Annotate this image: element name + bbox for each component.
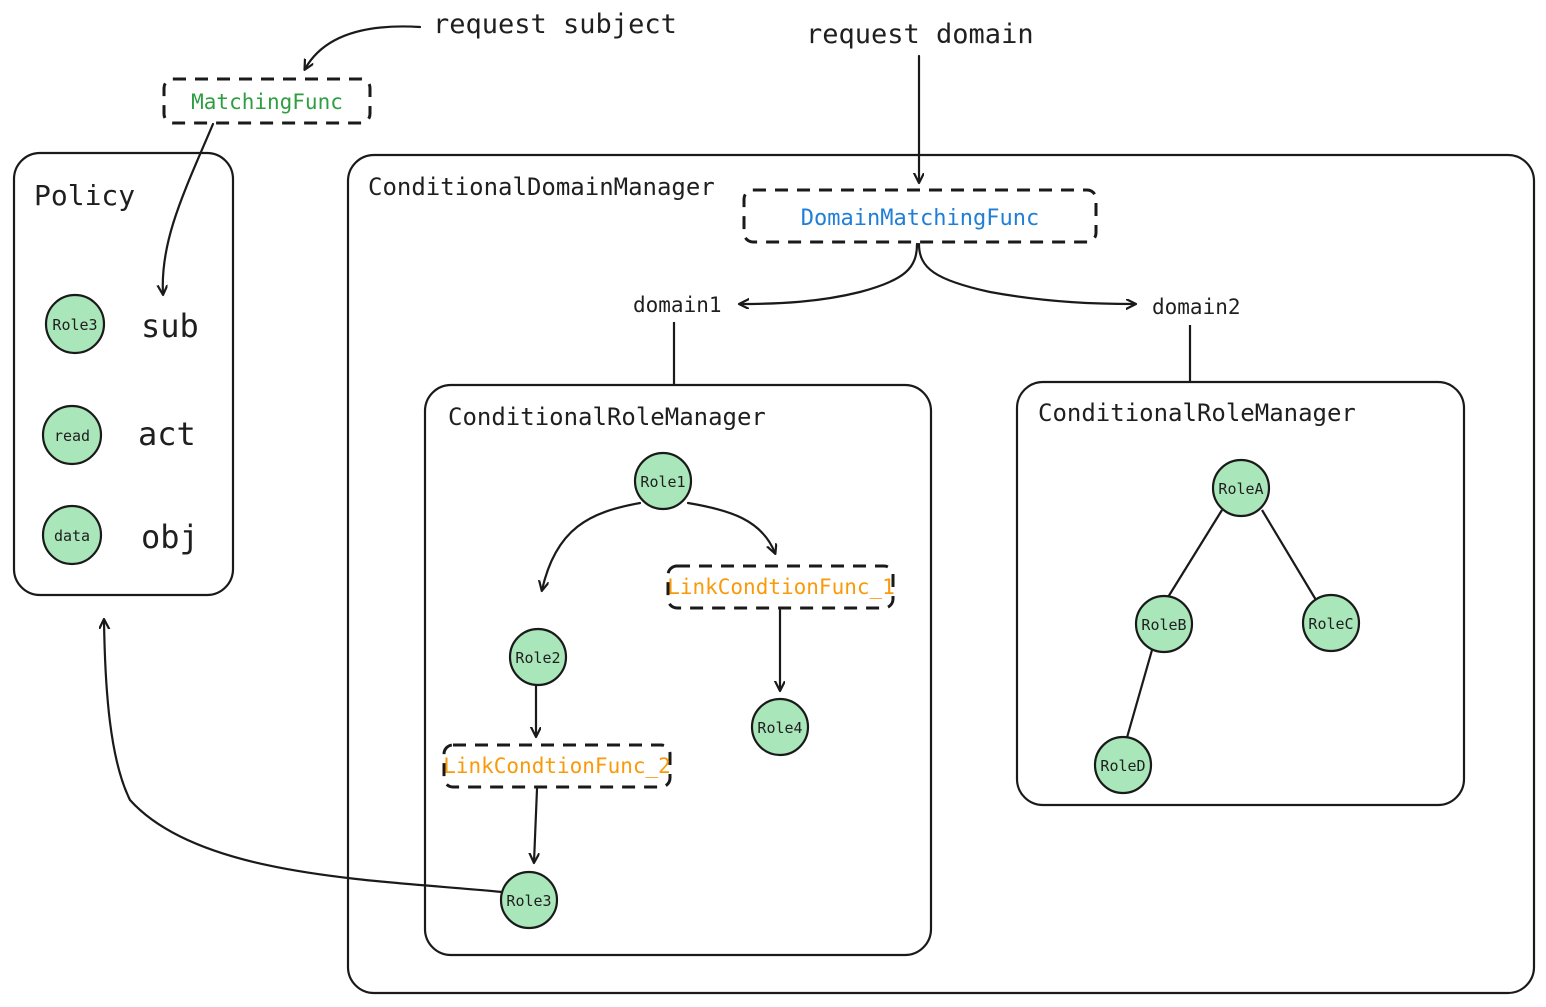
lcf2-to-role3-arrow [534,787,537,862]
node-role2-label: Role2 [515,649,560,667]
policy-cluster: Policy Role3 sub read act data obj [12,151,235,597]
policy-node-sub[interactable] [44,293,106,355]
conditional-role-manager-left-box [423,383,933,957]
conditional-role-manager-right-title: ConditionalRoleManager [1038,399,1356,427]
node-roled[interactable] [1093,735,1153,795]
policy-row-sub-label: sub [141,307,199,345]
matching-func-box[interactable] [162,77,372,125]
policy-node-obj[interactable] [41,504,103,566]
request-subject-arrow [305,25,422,69]
rolea-rolec-link [1261,509,1317,601]
node-role4-label: Role4 [757,719,802,737]
policy-node-sub-label: Role3 [52,316,97,334]
node-role4[interactable] [750,697,810,757]
policy-row-obj-label: obj [141,518,199,556]
matching-func-label: MatchingFunc [191,90,343,114]
node-role1-label: Role1 [640,473,685,491]
node-roleb-label: RoleB [1141,616,1186,634]
link-condition-func-1-node[interactable]: LinkCondtionFunc_1 [666,564,895,610]
domain2-label: domain2 [1152,295,1241,319]
policy-box [12,151,235,597]
domain-matching-func-node[interactable]: DomainMatchingFunc [742,188,1098,244]
domain1-label: domain1 [633,293,722,317]
matching-func-to-sub-arrow [163,122,215,294]
role1-to-role2-arrow [542,501,642,590]
link-condition-func-1-label: LinkCondtionFunc_1 [667,575,895,599]
policy-node-obj-label: data [54,527,90,545]
domain1-branch-arrow [740,242,919,304]
link-condition-func-2-node[interactable]: LinkCondtionFunc_2 [442,743,672,789]
link-condition-func-2-box[interactable] [442,743,672,789]
node-rolea-label: RoleA [1218,480,1263,498]
node-rolea[interactable] [1211,458,1271,518]
domain-matching-func-box[interactable] [742,188,1098,244]
policy-row-act-label: act [138,415,196,453]
link-condition-func-1-box[interactable] [666,564,895,610]
policy-node-act-label: read [54,427,90,445]
role1-to-lcf1-arrow [686,501,775,553]
link-condition-func-2-label: LinkCondtionFunc_2 [443,754,671,778]
conditional-role-manager-right-cluster: ConditionalRoleManager RoleA RoleB RoleC… [1015,380,1466,807]
role3-to-policy-arrow [104,620,504,894]
conditional-role-manager-left-cluster: ConditionalRoleManager Role1 LinkCondtio… [423,383,933,957]
domain-matching-func-label: DomainMatchingFunc [801,206,1039,231]
roleb-roled-link [1124,649,1154,742]
node-role3[interactable] [499,870,559,930]
node-role3-label: Role3 [506,892,551,910]
conditional-domain-manager-title: ConditionalDomainManager [368,173,715,201]
policy-title: Policy [34,179,135,212]
rolea-roleb-link [1164,509,1223,603]
node-role1[interactable] [633,451,693,511]
conditional-role-manager-left-title: ConditionalRoleManager [448,403,766,431]
node-roled-label: RoleD [1100,757,1145,775]
request-subject-label: request subject [433,9,677,40]
request-domain-label: request domain [806,19,1034,50]
node-role2[interactable] [508,627,568,687]
matching-func-node[interactable]: MatchingFunc [162,77,372,125]
policy-row-obj: data obj [41,504,199,566]
policy-node-act[interactable] [41,404,103,466]
conditional-role-manager-right-box [1015,380,1466,807]
domain2-branch-arrow [917,242,1135,304]
node-rolec-label: RoleC [1308,615,1353,633]
node-roleb[interactable] [1134,594,1194,654]
policy-row-sub: Role3 sub [44,293,199,355]
node-rolec[interactable] [1301,593,1361,653]
policy-row-act: read act [41,404,196,466]
